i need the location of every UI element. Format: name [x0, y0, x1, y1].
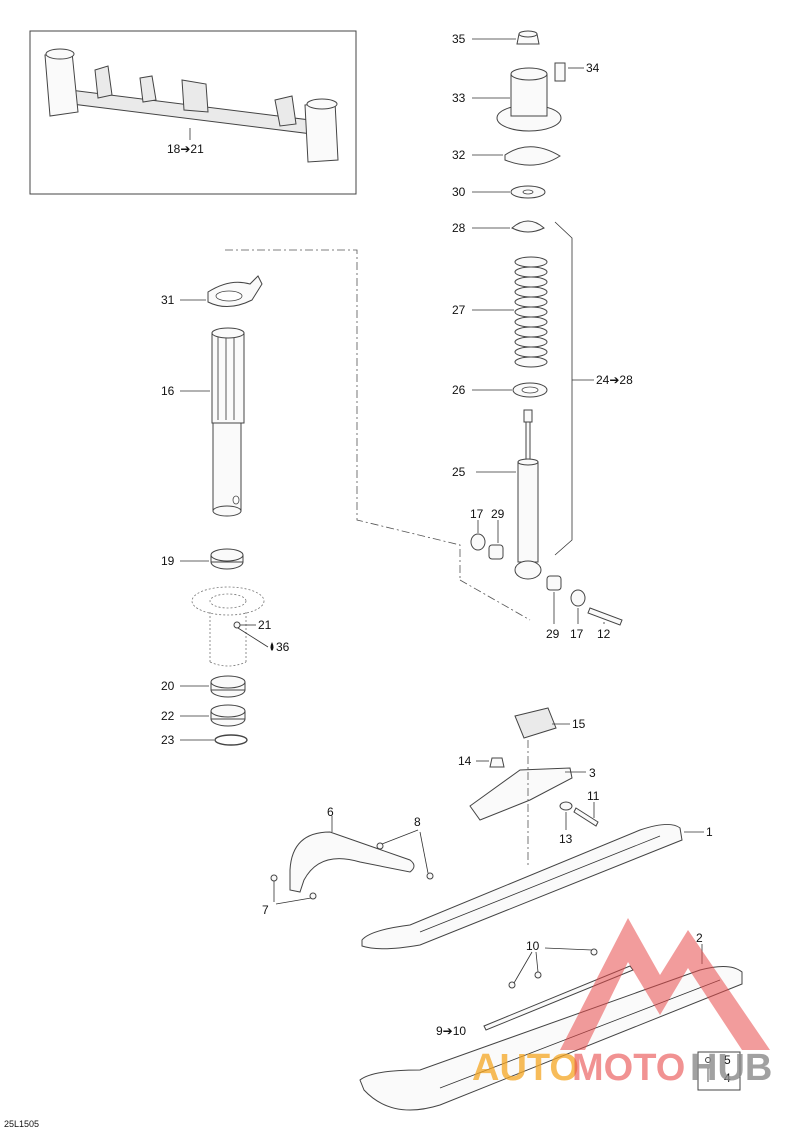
- callout-8: 8: [414, 815, 421, 829]
- callout-28: 28: [452, 221, 466, 235]
- callout-26: 26: [452, 383, 466, 397]
- callout-35: 35: [452, 32, 466, 46]
- callout-34: 34: [586, 61, 600, 75]
- callout-11: 11: [587, 789, 600, 803]
- callout-9-10: 9➔10: [436, 1024, 466, 1038]
- callout-18-21: 18➔21: [167, 142, 204, 156]
- shock-assembly: 35 34 33 32 30 28: [452, 30, 633, 641]
- callout-36: 36: [276, 640, 290, 654]
- callout-25: 25: [452, 465, 466, 479]
- callout-22: 22: [161, 709, 175, 723]
- callout-29a: 29: [491, 507, 505, 521]
- callout-32: 32: [452, 148, 466, 162]
- ski-assembly: 15 3 14 13 11 1 6 8: [262, 707, 743, 1111]
- callout-29b: 29: [546, 627, 560, 641]
- callout-5: 5: [724, 1053, 731, 1067]
- callout-10: 10: [526, 939, 540, 953]
- callout-15: 15: [572, 717, 586, 731]
- watermark-word-auto: AUTO: [472, 1047, 579, 1089]
- watermark-word-hub: HUB: [690, 1047, 772, 1089]
- callout-19: 19: [161, 554, 175, 568]
- spring: [514, 256, 548, 368]
- callout-1: 1: [706, 825, 713, 839]
- callout-13: 13: [559, 832, 573, 846]
- callout-21: 21: [258, 618, 272, 632]
- callout-6: 6: [327, 805, 334, 819]
- callout-27: 27: [452, 303, 466, 317]
- callout-31: 31: [161, 293, 175, 307]
- callout-4: 4: [724, 1071, 731, 1085]
- crossmember-inset: 18➔21: [29, 30, 357, 195]
- callout-17b: 17: [570, 627, 584, 641]
- callout-20: 20: [161, 679, 175, 693]
- callout-17a: 17: [470, 507, 484, 521]
- callout-7: 7: [262, 903, 269, 917]
- spindle-assembly: 31 16 19 21 36 20: [161, 249, 531, 747]
- callout-24-28: 24➔28: [596, 373, 633, 387]
- callout-23: 23: [161, 733, 175, 747]
- drawing-code: 25L1505: [4, 1119, 39, 1129]
- callout-14: 14: [458, 754, 472, 768]
- watermark-word-moto: MOTO: [572, 1047, 685, 1089]
- callout-33: 33: [452, 91, 466, 105]
- callout-12: 12: [597, 627, 611, 641]
- automotohub-logo: AUTO MOTO HUB: [472, 918, 772, 1089]
- callout-3: 3: [589, 766, 596, 780]
- callout-30: 30: [452, 185, 466, 199]
- callout-16: 16: [161, 384, 175, 398]
- callout-2: 2: [696, 931, 703, 945]
